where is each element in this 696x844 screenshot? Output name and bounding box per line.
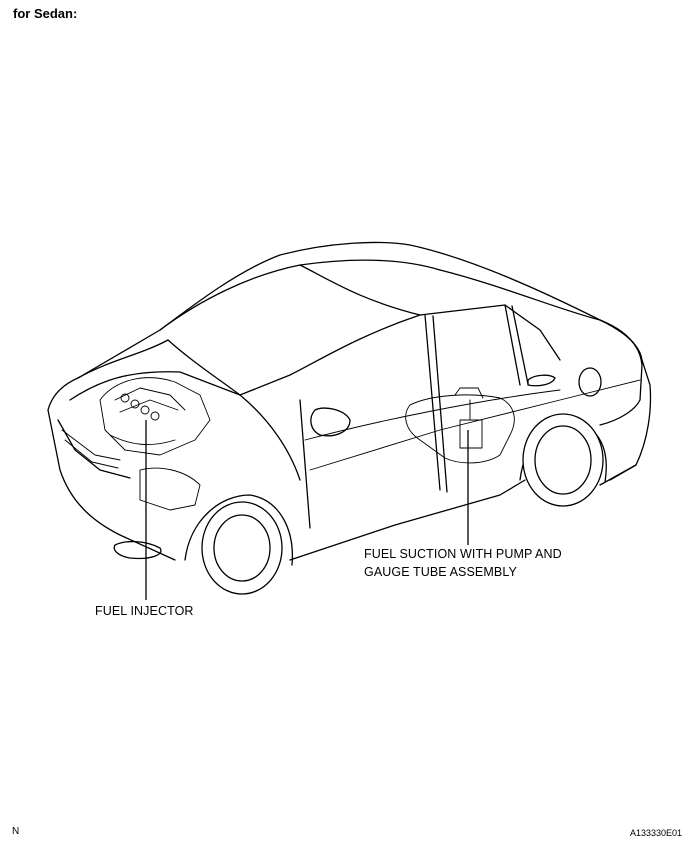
fuel-suction-label-line2: GAUGE TUBE ASSEMBLY: [364, 565, 517, 579]
fuel-injector-label: FUEL INJECTOR: [95, 604, 194, 618]
fuel-tank-assembly: [405, 387, 515, 464]
car-body-outline: [47, 241, 652, 561]
fuel-suction-label-line1: FUEL SUCTION WITH PUMP AND: [364, 547, 562, 561]
front-wheel: [184, 494, 294, 595]
figure-code: A133330E01: [630, 828, 683, 838]
footer-left-mark: N: [12, 826, 20, 837]
engine-assembly: [99, 377, 211, 511]
rear-wheel: [519, 413, 607, 507]
page-heading: for Sedan:: [13, 6, 78, 21]
